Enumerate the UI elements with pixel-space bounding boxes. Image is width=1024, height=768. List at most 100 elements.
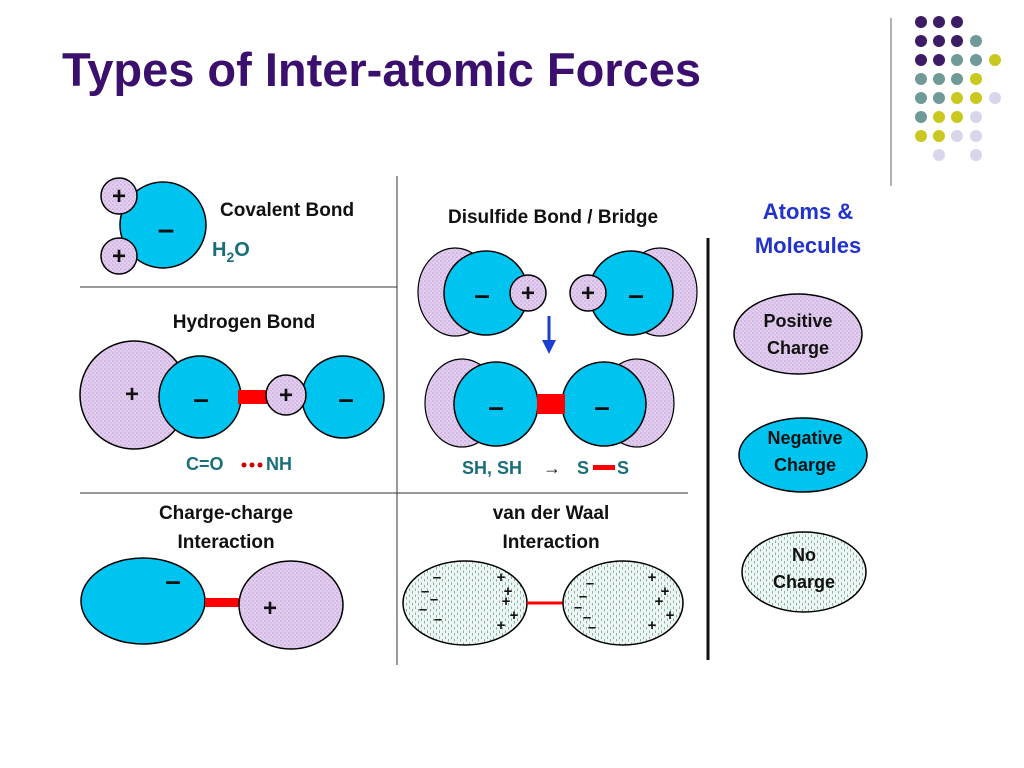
- thiol-formula: SH, SH: [462, 458, 522, 478]
- deco-dot: [933, 35, 945, 47]
- minus-sign: –: [474, 279, 490, 310]
- deco-dot: [933, 73, 945, 85]
- vdw-minus-signs-right: – – – – –: [574, 575, 596, 636]
- deco-dot: [970, 92, 982, 104]
- reaction-arrow-down: [542, 316, 556, 354]
- legend-positive-label-2: Charge: [767, 338, 829, 358]
- panel-grid-lines: [80, 176, 688, 665]
- deco-dot: [915, 130, 927, 142]
- vdw-minus-signs-left: – – – – –: [419, 569, 442, 628]
- plus-sign: +: [666, 607, 675, 624]
- panel-van-der-waal: van der Waal Interaction – – – – – + + +…: [402, 503, 684, 646]
- minus-sign: –: [338, 383, 354, 414]
- formula-h: H: [212, 239, 226, 261]
- vdw-title-1: van der Waal: [493, 503, 610, 524]
- plus-sign: +: [661, 583, 670, 600]
- hydrogen-atom-left: [509, 274, 547, 312]
- deco-dot: [970, 35, 982, 47]
- legend-negative-swatch: [738, 417, 868, 493]
- deco-dot: [933, 149, 945, 161]
- plus-sign: +: [112, 243, 126, 270]
- deco-dot: [933, 111, 945, 123]
- minus-sign: –: [574, 599, 582, 616]
- deco-dot: [915, 111, 927, 123]
- plus-sign: +: [648, 617, 657, 634]
- minus-sign: –: [628, 279, 644, 310]
- deco-dot: [951, 111, 963, 123]
- hydrogen-atom-right: [569, 274, 607, 312]
- formula-subscript: 2: [226, 249, 234, 265]
- deco-dot: [951, 92, 963, 104]
- plus-sign: +: [648, 569, 657, 586]
- deco-dot: [915, 92, 927, 104]
- disulfide-formula-bond: [593, 465, 615, 470]
- legend-negative-label-2: Charge: [774, 455, 836, 475]
- oxygen-atom: [119, 181, 207, 269]
- deco-dot: [915, 54, 927, 66]
- negative-ion: [80, 557, 206, 645]
- minus-sign: –: [165, 565, 181, 596]
- minus-sign: –: [434, 611, 442, 628]
- carbonyl-formula: C=O: [186, 454, 224, 474]
- disulfide-bond-title: Disulfide Bond / Bridge: [448, 207, 658, 228]
- panel-charge-charge: Charge-charge Interaction – +: [80, 503, 344, 650]
- plus-sign: +: [581, 280, 595, 307]
- plus-sign: +: [125, 381, 139, 408]
- plus-sign: +: [504, 583, 513, 600]
- deco-dot: [915, 73, 927, 85]
- panel-hydrogen-bond: Hydrogen Bond + – + – C=O NH: [79, 312, 385, 474]
- minus-sign: –: [158, 213, 175, 246]
- dotted-bond-indicator: [241, 462, 263, 468]
- hydrogen-atom: [265, 374, 307, 416]
- minus-sign: –: [433, 569, 441, 586]
- legend-positive-swatch: [733, 293, 863, 375]
- ionic-bond-line: [205, 598, 241, 607]
- deco-dot: [933, 54, 945, 66]
- deco-dot: [915, 16, 927, 28]
- legend-neutral-swatch: [741, 531, 867, 613]
- sulfur-2: S: [617, 458, 629, 478]
- deco-dot: [933, 130, 945, 142]
- plus-sign: +: [502, 593, 511, 610]
- vdw-plus-signs-right: + + + + +: [648, 569, 675, 634]
- legend-heading-2: Molecules: [755, 233, 861, 258]
- plus-sign: +: [112, 183, 126, 210]
- charge-interaction-title-1: Charge-charge: [159, 503, 293, 524]
- panel-covalent-bond: + + – Covalent Bond H2O: [100, 177, 354, 275]
- minus-sign: –: [583, 609, 591, 626]
- deco-dot: [933, 92, 945, 104]
- legend-neutral-label-1: No: [792, 545, 816, 565]
- hydrogen-bond-title: Hydrogen Bond: [173, 312, 316, 333]
- plus-sign: +: [521, 280, 535, 307]
- minus-sign: –: [430, 591, 438, 608]
- deco-dot: [951, 35, 963, 47]
- plus-sign: +: [497, 617, 506, 634]
- deco-dot: [970, 111, 982, 123]
- minus-sign: –: [193, 383, 209, 414]
- deco-dot: [951, 16, 963, 28]
- deco-dot: [970, 73, 982, 85]
- minus-sign: –: [594, 391, 610, 422]
- plus-sign: +: [510, 607, 519, 624]
- disulfide-bond-line: [537, 394, 565, 414]
- hydrogen-atom-top: [100, 177, 138, 215]
- deco-dot: [951, 130, 963, 142]
- sulfur-1: S: [577, 458, 589, 478]
- plus-sign: +: [497, 569, 506, 586]
- deco-dot: [970, 149, 982, 161]
- neutral-molecule-right: [562, 560, 684, 646]
- positive-ion: [238, 560, 344, 650]
- minus-sign: –: [579, 588, 587, 605]
- deco-dot: [970, 54, 982, 66]
- deco-dot: [989, 92, 1001, 104]
- deco-dot: [933, 16, 945, 28]
- hydrogen-bond-line: [238, 390, 270, 404]
- deco-dot: [915, 35, 927, 47]
- deco-dot: [951, 73, 963, 85]
- legend-positive-label-1: Positive: [763, 311, 832, 331]
- legend-negative-label-1: Negative: [767, 428, 842, 448]
- vdw-title-2: Interaction: [502, 532, 599, 553]
- decorative-dot-grid: [915, 16, 1001, 161]
- slide-title: Types of Inter-atomic Forces: [62, 43, 701, 96]
